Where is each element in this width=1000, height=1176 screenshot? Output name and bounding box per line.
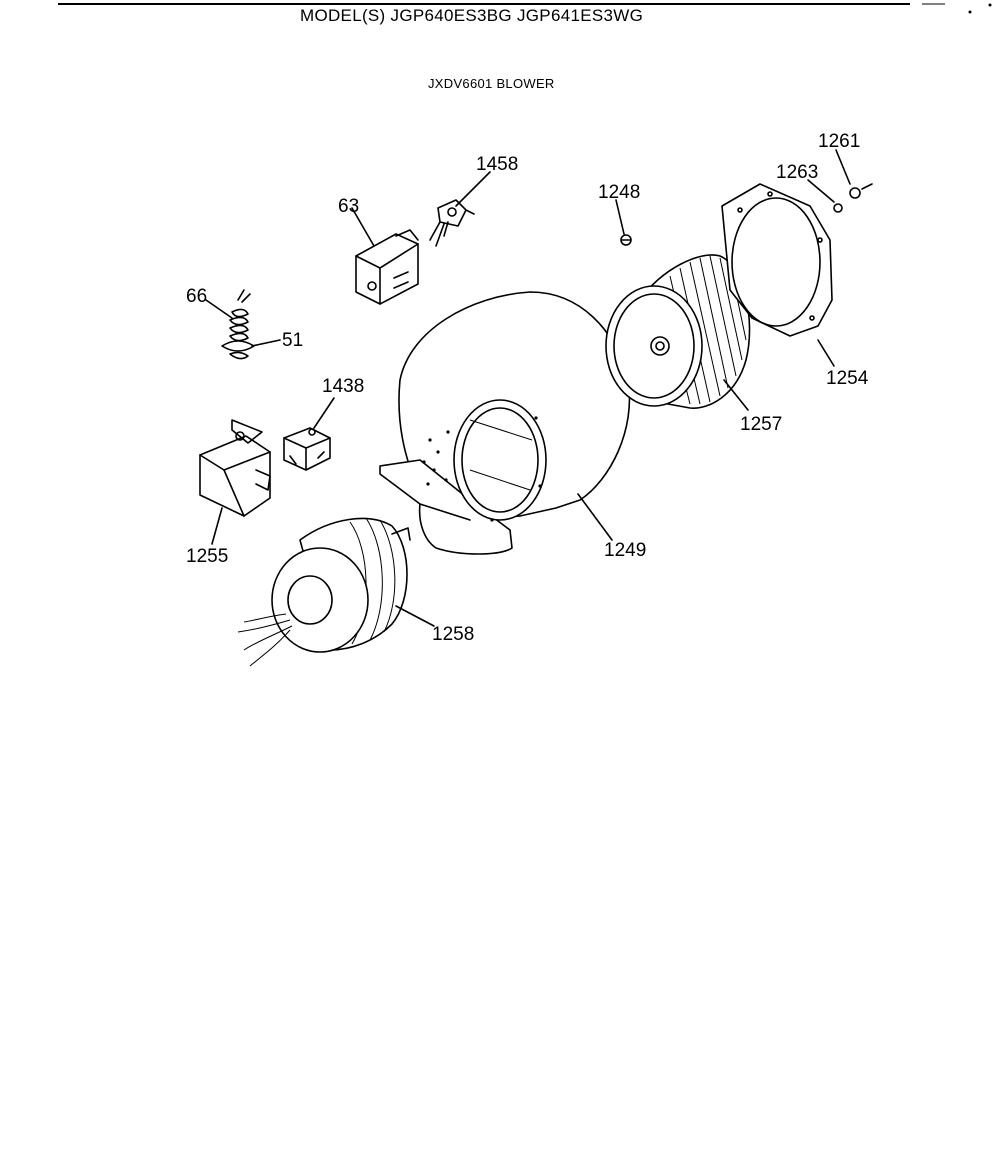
- part-screw-1248: [620, 234, 632, 246]
- part-sensor-1458: [429, 199, 475, 247]
- callout-1261: 1261: [818, 131, 860, 152]
- callout-1438: 1438: [322, 376, 364, 397]
- callout-51: 51: [282, 330, 303, 351]
- part-blower-housing-1249: [379, 291, 631, 555]
- callout-1254: 1254: [826, 368, 869, 389]
- housing-holes: [422, 416, 542, 522]
- callout-63: 63: [338, 196, 359, 217]
- leader-lines: [205, 149, 851, 627]
- callout-1263: 1263: [776, 162, 818, 183]
- part-spring-66-51: [221, 289, 255, 360]
- part-motor-1258: [237, 517, 411, 667]
- part-washer-1263: [833, 203, 843, 213]
- part-switch-1438: [283, 427, 331, 471]
- section-title: JXDV6601 BLOWER: [428, 76, 555, 91]
- part-control-63: [355, 229, 419, 305]
- callout-1248: 1248: [598, 182, 640, 203]
- part-nut-1261: [849, 183, 873, 199]
- header-rule: [58, 3, 910, 5]
- callout-1255: 1255: [186, 546, 228, 567]
- corner-marks: [922, 3, 992, 14]
- callout-1458: 1458: [476, 154, 518, 175]
- callout-1249: 1249: [604, 540, 646, 561]
- callout-66: 66: [186, 286, 207, 307]
- part-bracket-1255: [199, 419, 271, 517]
- model-title: MODEL(S) JGP640ES3BG JGP641ES3WG: [300, 6, 644, 25]
- motor-leads: [237, 613, 293, 667]
- part-blower-wheel-1257: [605, 254, 751, 409]
- callout-1257: 1257: [740, 414, 782, 435]
- callout-labels: 1261 1263 1458 1248 63 66 51 1438 1254 1…: [186, 131, 869, 645]
- callout-1258: 1258: [432, 624, 474, 645]
- part-mounting-plate-1254: [721, 183, 833, 337]
